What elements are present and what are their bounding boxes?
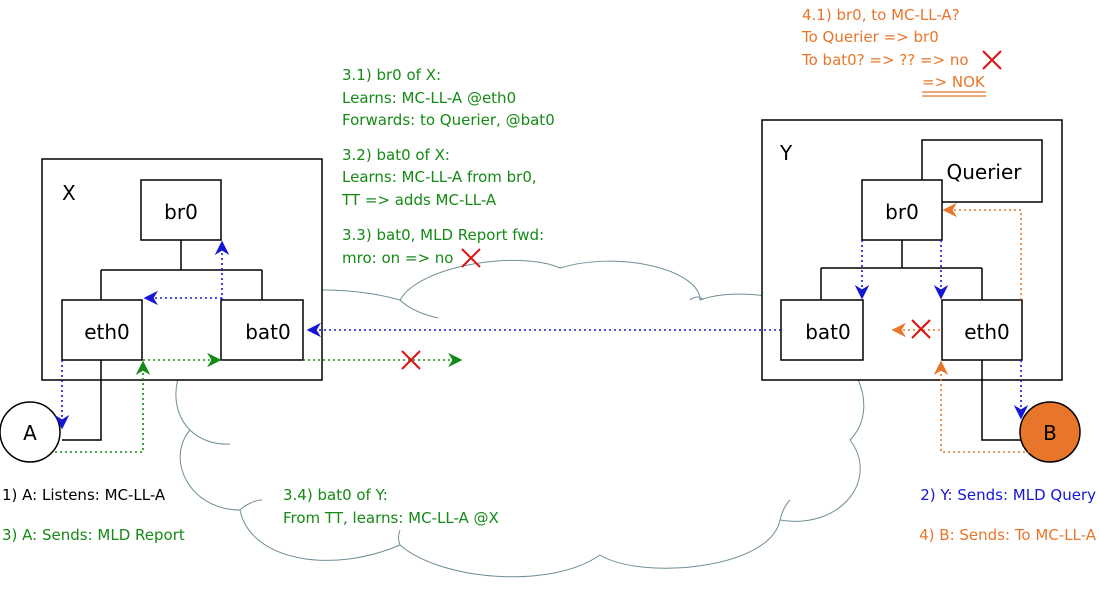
note-4-1-to-querier: To Querier => br0 [801, 28, 939, 46]
cloud-fold-line [689, 296, 704, 301]
note-3-3-title: 3.3) bat0, MLD Report fwd: [342, 226, 544, 244]
host-x-label: X [62, 181, 76, 205]
y-br0-label: br0 [885, 200, 919, 224]
node-a-label: A [23, 421, 37, 445]
link-y-eth0-b [981, 360, 1022, 441]
note-2-sends-query: 2) Y: Sends: MLD Query [920, 486, 1096, 504]
note-4-1-title: 4.1) br0, to MC-LL-A? [802, 6, 960, 24]
cloud-fold-line [189, 429, 231, 445]
note-3-2-title: 3.2) bat0 of X: [342, 146, 450, 164]
x-br0-box [140, 179, 222, 241]
link-x-eth0-a [62, 360, 102, 441]
note-3-3-mro: mro: on => no [342, 249, 454, 267]
note-3-1-learns: Learns: MC-LL-A @eth0 [342, 89, 516, 107]
host-y: Y Querier br0 bat0 eth0 [761, 119, 1063, 381]
cloud-fold-line [239, 499, 263, 511]
host-y-label: Y [779, 141, 793, 165]
cloud-fold-line [399, 299, 439, 319]
x-eth0-label: eth0 [84, 320, 130, 344]
note-4-1-nok: => NOK [922, 73, 986, 91]
y-br0-box [861, 179, 943, 241]
x-bat0-label: bat0 [245, 320, 291, 344]
note-3-2-tt: TT => adds MC-LL-A [341, 191, 497, 209]
y-querier-label: Querier [946, 160, 1022, 184]
cloud-fold-line [779, 499, 791, 521]
cross-icon [401, 350, 421, 370]
cross-icon [461, 248, 481, 268]
host-x: X br0 eth0 bat0 [41, 158, 323, 381]
note-4-1-to-bat0: To bat0? => ?? => no [801, 51, 969, 69]
cloud-fold-line [398, 529, 401, 546]
y-bat0-label: bat0 [805, 320, 851, 344]
cross-icon [911, 319, 931, 339]
y-bat0-box [780, 299, 864, 361]
note-3-1-forwards: Forwards: to Querier, @bat0 [342, 111, 555, 129]
network-cloud [175, 259, 865, 578]
x-eth0-box [61, 299, 143, 361]
node-a [0, 401, 61, 463]
note-3-4-title: 3.4) bat0 of Y: [283, 486, 388, 504]
x-bat0-box [220, 299, 304, 361]
arrow-yeth0-to-ybr0 [942, 202, 1022, 300]
note-1-listens: 1) A: Listens: MC-LL-A [2, 486, 166, 504]
note-4-sends: 4) B: Sends: To MC-LL-A [919, 526, 1097, 544]
note-3-sends-report: 3) A: Sends: MLD Report [2, 526, 185, 544]
node-b [1019, 401, 1081, 463]
y-eth0-box [941, 299, 1023, 361]
note-3-4-from-tt: From TT, learns: MC-LL-A @X [283, 509, 499, 527]
y-eth0-label: eth0 [964, 320, 1010, 344]
cross-icon [982, 50, 1002, 70]
node-b-label: B [1043, 421, 1057, 445]
note-3-2-learns: Learns: MC-LL-A from br0, [342, 168, 537, 186]
x-br0-label: br0 [164, 200, 198, 224]
note-3-1-title: 3.1) br0 of X: [342, 66, 441, 84]
